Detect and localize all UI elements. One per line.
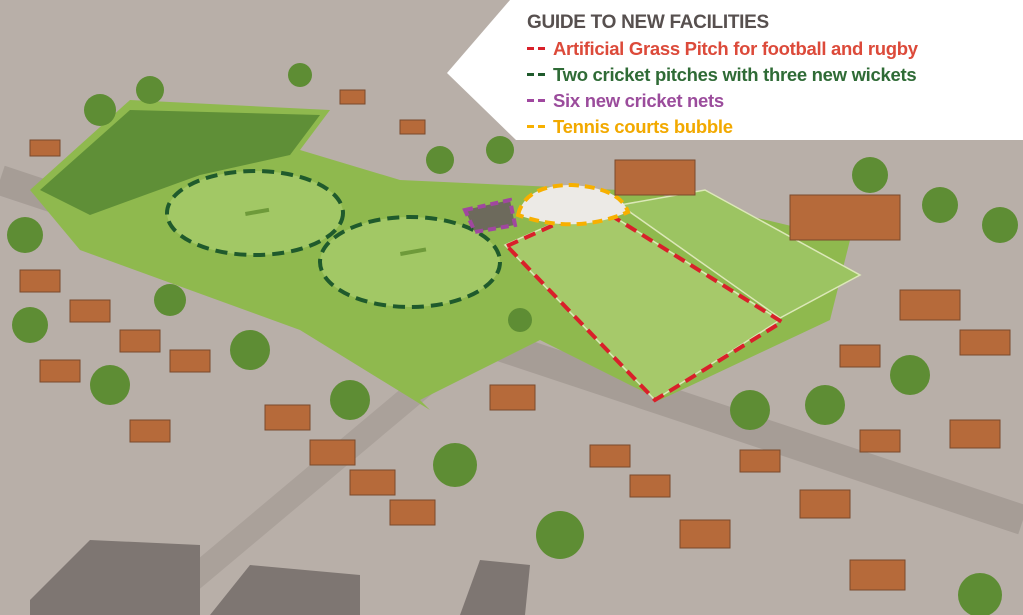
- trees: [7, 63, 1018, 615]
- legend-item-artificial-pitch: Artificial Grass Pitch for football and …: [527, 36, 918, 62]
- red-dash-icon: [527, 36, 549, 62]
- legend-item-tennis-bubble: Tennis courts bubble: [527, 114, 918, 140]
- houses: [19, 89, 1011, 591]
- large-buildings: [30, 540, 530, 615]
- legend-item-cricket-pitches: Two cricket pitches with three new wicke…: [527, 62, 918, 88]
- green-dash-icon: [527, 62, 549, 88]
- cricket-pitch-2: [318, 215, 502, 309]
- legend-title: GUIDE TO NEW FACILITIES: [527, 12, 769, 33]
- purple-dash-icon: [527, 88, 549, 114]
- cricket-nets-outline: [462, 197, 518, 235]
- legend: GUIDE TO NEW FACILITIES Artificial Grass…: [527, 10, 918, 140]
- legend-item-cricket-nets: Six new cricket nets: [527, 88, 918, 114]
- tennis-bubble: [515, 182, 631, 227]
- woodland: [40, 110, 320, 215]
- yellow-dash-icon: [527, 114, 549, 140]
